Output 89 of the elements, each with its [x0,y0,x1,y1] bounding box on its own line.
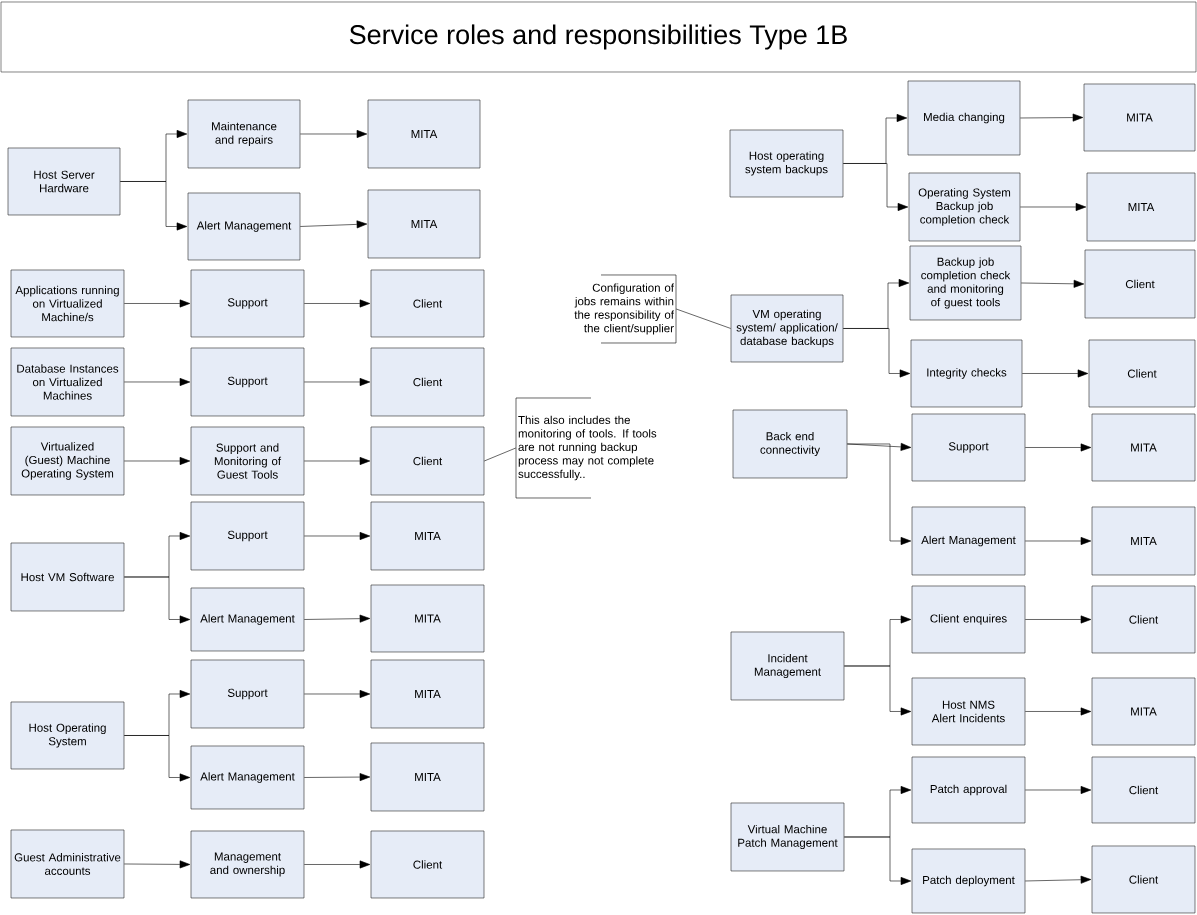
note-text: This also includes the monitoring of tools. If tools are not running backup process may not complete successfully.. [515,397,657,499]
service-box: Database Instances on Virtualized Machines [10,347,125,417]
arrow [1021,279,1085,288]
arrow [1025,537,1092,545]
service-box: Host Operating System [10,701,125,770]
arrow [844,665,912,716]
task-box: Operating System Backup job completion check [908,172,1021,242]
service-box: Guest Administrative accounts [10,829,125,899]
owner-box: MITA [370,659,485,729]
arrow [124,576,191,624]
owner-box: MITA [370,742,485,812]
service-box: Virtual Machine Patch Management [730,802,845,872]
task-box: Support [190,659,305,729]
arrow [844,836,912,885]
owner-box: MITA [1091,506,1196,576]
owner-box: Client [370,269,485,338]
title-box: Service roles and responsibilities Type 1B [0,1,1197,73]
owner-box: MITA [1086,172,1196,242]
service-box: Host operating system backups [729,129,844,198]
arrow [1020,203,1087,211]
arrow [843,163,909,211]
arrow [300,220,368,229]
owner-box: MITA [367,99,481,169]
arrow [1025,443,1092,452]
arrow [304,690,371,698]
owner-box: Client [1091,585,1196,654]
task-box: Alert Management [911,506,1026,576]
service-box: VM operating system/ application/ database backups [730,294,844,363]
service-box: Host VM Software [10,542,125,612]
arrow [304,378,371,386]
arrow [1025,707,1092,716]
arrow [124,735,191,782]
arrow [124,457,191,465]
task-box: Patch deployment [911,848,1026,914]
leader-line [675,308,731,329]
arrow [304,614,371,623]
task-box: Support [190,269,305,338]
task-box: Management and ownership [190,830,305,899]
owner-box: MITA [1091,677,1196,746]
arrow [124,860,191,869]
owner-box: MITA [367,189,481,259]
task-box: Integrity checks [910,339,1023,408]
task-box: Media changing [907,80,1021,156]
arrow [124,378,191,386]
service-box: Virtualized (Guest) Machine Operating System [10,426,125,496]
leader-line [484,447,517,462]
owner-box: MITA [1091,413,1196,482]
arrow [304,457,371,465]
service-box: Back end connectivity [732,409,848,479]
arrow [1025,786,1092,794]
task-box: Alert Management [190,745,305,810]
owner-box: Client [1084,249,1196,319]
owner-box: Client [1088,339,1196,408]
task-box: Support [911,413,1026,482]
owner-box: Client [370,347,485,417]
task-box: Backup job completion check and monitoring of guest tools [909,245,1022,321]
arrow [124,299,191,308]
task-box: Client enquires [911,585,1026,654]
owner-box: Client [1091,756,1196,824]
task-box: Support and Monitoring of Guest Tools [190,426,305,496]
arrow [120,181,188,231]
note-text: Configuration of jobs remains within the responsibility of the client/supplier [574,274,677,344]
task-box: Patch approval [911,756,1026,824]
arrow [304,860,371,869]
service-box: Incident Management [730,631,845,701]
service-box: Applications running on Virtualized Machine/s [10,269,125,338]
task-box: Alert Management [190,587,305,652]
arrow [304,299,371,308]
task-box: Maintenance and repairs [187,99,301,169]
arrow [1022,369,1089,378]
task-box: Support [190,347,305,417]
service-box: Host Server Hardware [7,147,121,216]
arrow [847,443,912,545]
owner-box: MITA [370,501,485,571]
owner-box: Client [370,830,485,899]
arrow [1025,615,1092,624]
arrow [1025,875,1092,884]
arrow [1020,113,1084,122]
arrow [304,773,371,781]
owner-box: Client [1091,845,1196,914]
task-box: Host NMS Alert Incidents [911,677,1026,746]
owner-box: MITA [1083,83,1196,152]
owner-box: Client [370,426,485,496]
arrow [843,328,911,378]
task-box: Support [190,501,305,571]
arrow [304,532,371,540]
arrow [300,130,368,138]
owner-box: MITA [370,584,485,653]
task-box: Alert Management [187,192,301,261]
